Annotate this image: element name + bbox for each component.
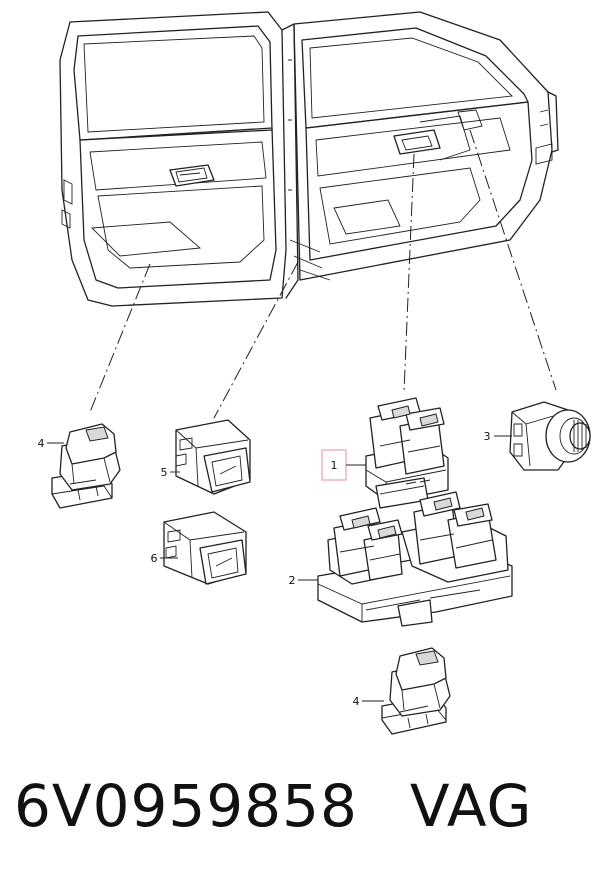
- exploded-parts-diagram: 1 2 3 4 5 6 4: [38, 11, 591, 735]
- callout-6-label: 6: [151, 552, 158, 565]
- double-switch-part-1: [365, 397, 449, 509]
- door-assembly: [59, 11, 559, 307]
- single-switch-part-5: [175, 419, 251, 495]
- callout-5: 5: [161, 466, 180, 479]
- callout-1: 1: [321, 449, 366, 481]
- master-switch-part-2: [317, 491, 513, 627]
- callout-4-bottom: 4: [353, 695, 384, 708]
- mirror-control-part-3: [509, 401, 591, 471]
- callout-4-bottom-label: 4: [353, 695, 360, 708]
- callout-3: 3: [484, 430, 512, 443]
- leader-lines: [89, 129, 557, 419]
- callout-4-top-label: 4: [38, 437, 45, 450]
- callout-2-label: 2: [289, 574, 296, 587]
- single-switch-part-4-bottom: [381, 647, 451, 735]
- single-switch-part-4-top: [51, 423, 121, 509]
- callout-5-label: 5: [161, 466, 168, 479]
- single-switch-part-6: [163, 511, 247, 585]
- part-number-caption: 6V0959858 VAG: [14, 772, 532, 840]
- part-number: 6V0959858: [14, 772, 358, 840]
- callout-3-label: 3: [484, 430, 491, 443]
- callout-6: 6: [151, 552, 178, 565]
- callout-2: 2: [289, 574, 318, 587]
- callout-1-label: 1: [331, 459, 338, 472]
- brand-name: VAG: [409, 772, 533, 840]
- callout-4-top: 4: [38, 437, 64, 450]
